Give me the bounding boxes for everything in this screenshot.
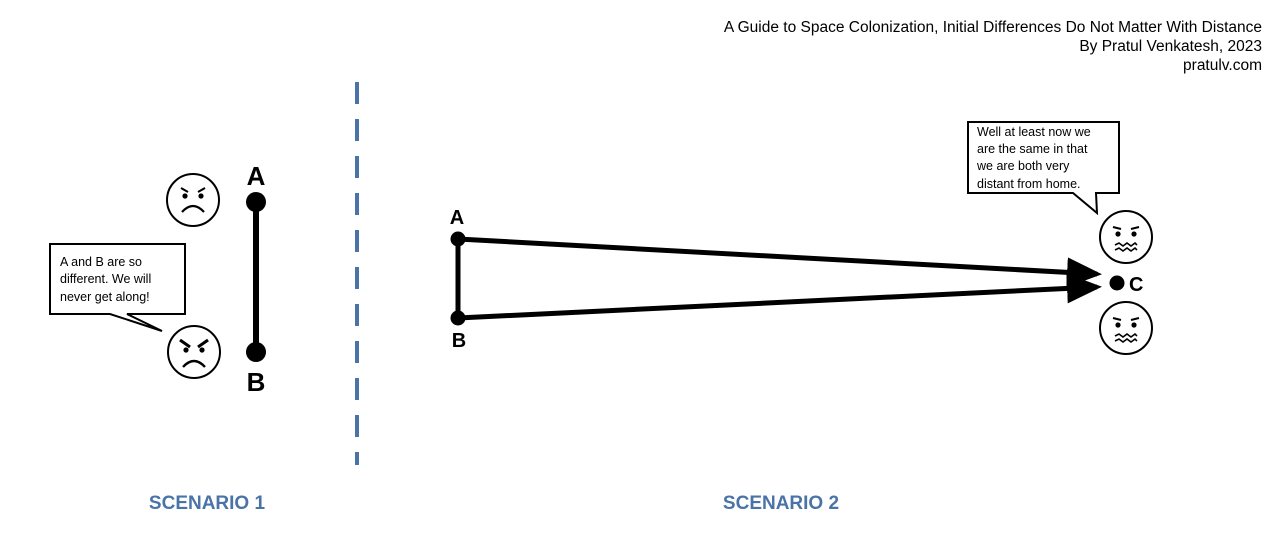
arrow-b-to-c	[457, 273, 1102, 321]
worried-face-icon-bottom	[1099, 301, 1153, 355]
point-c	[1109, 275, 1125, 291]
point-c-label: C	[1129, 274, 1143, 296]
point-a2-label: A	[450, 207, 464, 229]
point-a	[246, 192, 266, 212]
scenario-2-label: SCENARIO 2	[723, 493, 839, 514]
worried-face-icon-top	[1099, 210, 1153, 264]
point-b	[246, 342, 266, 362]
speech2-line-4: distant from home.	[977, 177, 1081, 191]
speech-bubble-2: Well at least now we are the same in tha…	[967, 121, 1120, 216]
header: A Guide to Space Colonization, Initial D…	[724, 18, 1262, 75]
point-b-2	[450, 310, 466, 326]
scenario-1-label: SCENARIO 1	[149, 493, 266, 514]
angry-face-icon	[167, 325, 221, 379]
header-author: By Pratul Venkatesh, 2023	[1079, 38, 1262, 55]
speech-line-2: different. We will	[60, 272, 151, 286]
scenario-1: A B A and B are so different. We will ne…	[49, 161, 266, 514]
point-b2-label: B	[452, 330, 466, 352]
point-a-label: A	[247, 161, 266, 191]
speech2-line-2: are the same in that	[977, 142, 1088, 156]
scenario-2: A B C Well at least now we are the sam	[450, 121, 1153, 514]
sad-face-icon	[166, 173, 220, 227]
header-site: pratulv.com	[1183, 57, 1262, 74]
point-a-2	[450, 231, 466, 247]
arrow-a-to-c	[457, 236, 1102, 288]
header-title: A Guide to Space Colonization, Initial D…	[723, 19, 1262, 36]
speech2-line-3: we are both very	[976, 159, 1070, 173]
speech-bubble-1: A and B are so different. We will never …	[49, 243, 186, 332]
speech-line-1: A and B are so	[60, 255, 142, 269]
point-b-label: B	[247, 367, 266, 397]
speech2-line-1: Well at least now we	[977, 125, 1091, 139]
speech-line-3: never get along!	[60, 290, 150, 304]
